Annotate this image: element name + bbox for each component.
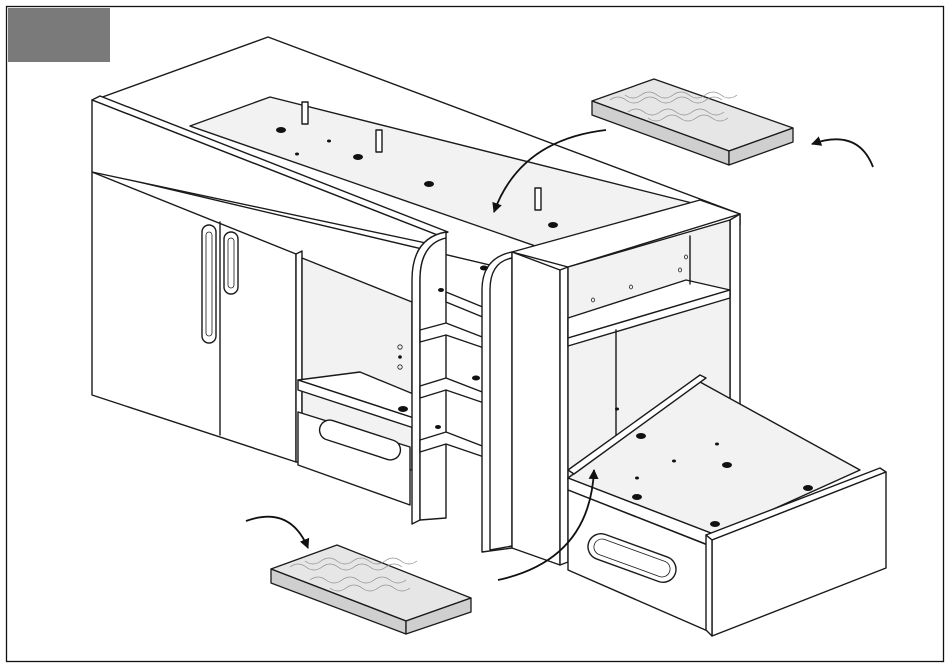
ladder [412,232,512,552]
mattress-upper-icon [592,79,793,165]
arrow-mattress-lower-icon [246,517,308,548]
arrow-mattress-upper-icon [812,139,873,167]
wardrobe [92,172,302,462]
mattress-lower-icon [271,545,471,634]
